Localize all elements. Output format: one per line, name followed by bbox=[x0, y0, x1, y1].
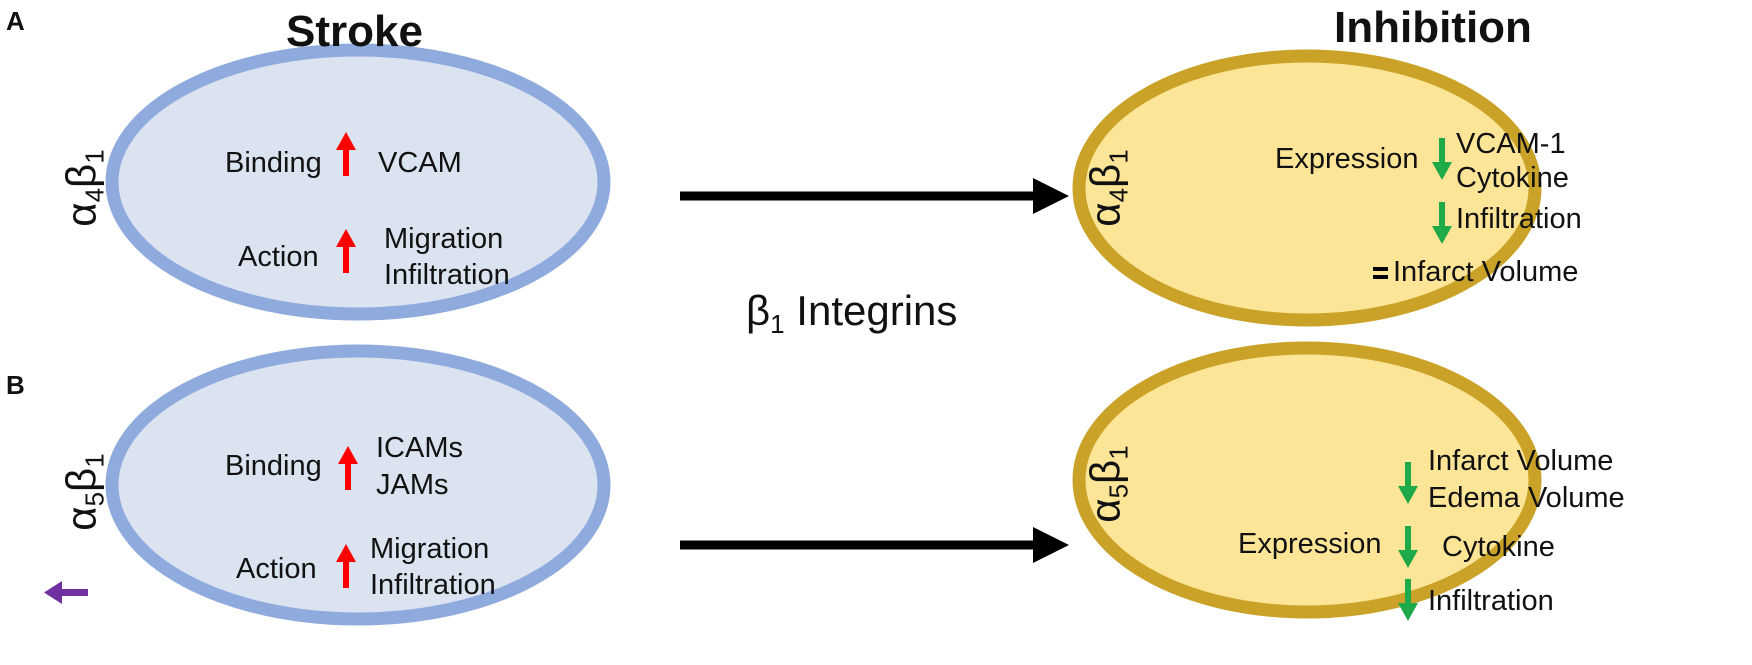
beta-subscript: 1 bbox=[79, 149, 110, 164]
up-arrow-icon bbox=[336, 132, 356, 176]
panel-label-b: B bbox=[6, 370, 25, 400]
beta-symbol: β bbox=[1081, 163, 1129, 188]
beta-subscript: 1 bbox=[770, 309, 785, 339]
heading-stroke: Stroke bbox=[286, 7, 423, 56]
alpha-subscript: 4 bbox=[1103, 187, 1134, 203]
action-label: Action bbox=[238, 241, 319, 273]
down-arrow-icon bbox=[1432, 138, 1452, 180]
up-arrow-icon bbox=[338, 446, 358, 490]
action-item: Infiltration bbox=[370, 569, 496, 601]
beta-symbol: β bbox=[1081, 459, 1129, 484]
alpha-subscript: 5 bbox=[79, 491, 110, 507]
volume-item: Infarct Volume bbox=[1428, 445, 1614, 477]
expression-item: Cytokine bbox=[1456, 162, 1569, 194]
action-label: Action bbox=[236, 553, 317, 585]
expression-label: Expression bbox=[1275, 143, 1419, 175]
stroke-ellipse-a5b1 bbox=[105, 344, 611, 626]
infarct-volume-label: Infarct Volume bbox=[1393, 256, 1579, 288]
beta-subscript: 1 bbox=[79, 453, 110, 468]
up-arrow-icon bbox=[336, 229, 356, 273]
beta-symbol: β bbox=[746, 287, 771, 334]
panel-label-a: A bbox=[6, 6, 25, 36]
equals-sign bbox=[1373, 267, 1388, 279]
alpha-symbol: α bbox=[1081, 498, 1129, 523]
infiltration-label: Infiltration bbox=[1428, 585, 1554, 617]
alpha-symbol: α bbox=[1081, 202, 1129, 227]
beta-symbol: β bbox=[57, 467, 105, 492]
center-label-beta1-integrins: β1 Integrins bbox=[746, 287, 958, 339]
volume-item: Edema Volume bbox=[1428, 482, 1625, 514]
down-arrow-icon bbox=[1398, 579, 1418, 621]
alpha-subscript: 4 bbox=[79, 187, 110, 203]
alpha-subscript: 5 bbox=[1103, 483, 1134, 499]
action-item: Migration bbox=[370, 533, 490, 565]
integrin-label-stroke-a4b1: α4β1 bbox=[57, 149, 110, 227]
alpha-symbol: α bbox=[57, 202, 105, 227]
down-arrow-icon bbox=[1432, 202, 1452, 244]
integrin-label-inhibition-a5b1: α5β1 bbox=[1081, 445, 1134, 523]
integrin-label-inhibition-a4b1: α4β1 bbox=[1081, 149, 1134, 227]
binding-target: JAMs bbox=[376, 469, 449, 501]
inhibition-ellipse-a4b1 bbox=[1072, 49, 1542, 327]
binding-label: Binding bbox=[225, 147, 322, 179]
action-item: Infiltration bbox=[384, 259, 510, 291]
up-arrow-icon bbox=[336, 544, 356, 588]
beta-subscript: 1 bbox=[1103, 149, 1134, 164]
binding-target: VCAM bbox=[378, 147, 462, 179]
center-label-text: Integrins bbox=[784, 287, 958, 334]
expression-label: Expression bbox=[1238, 528, 1382, 560]
stroke-ellipse-a4b1 bbox=[105, 43, 611, 321]
expression-item: VCAM-1 bbox=[1456, 128, 1566, 160]
beta-symbol: β bbox=[57, 163, 105, 188]
inhibition-ellipse-a5b1 bbox=[1072, 341, 1542, 619]
alpha-symbol: α bbox=[57, 506, 105, 531]
beta-subscript: 1 bbox=[1103, 445, 1134, 460]
action-item: Migration bbox=[384, 223, 504, 255]
heading-inhibition: Inhibition bbox=[1334, 3, 1532, 52]
integrin-label-stroke-a5b1: α5β1 bbox=[57, 453, 110, 531]
down-arrow-icon bbox=[1398, 462, 1418, 504]
binding-label: Binding bbox=[225, 450, 322, 482]
binding-target: ICAMs bbox=[376, 432, 463, 464]
cytokine-label: Cytokine bbox=[1442, 531, 1555, 563]
down-arrow-icon bbox=[1398, 526, 1418, 568]
left-arrow-icon bbox=[44, 581, 88, 604]
infiltration-label: Infiltration bbox=[1456, 203, 1582, 235]
